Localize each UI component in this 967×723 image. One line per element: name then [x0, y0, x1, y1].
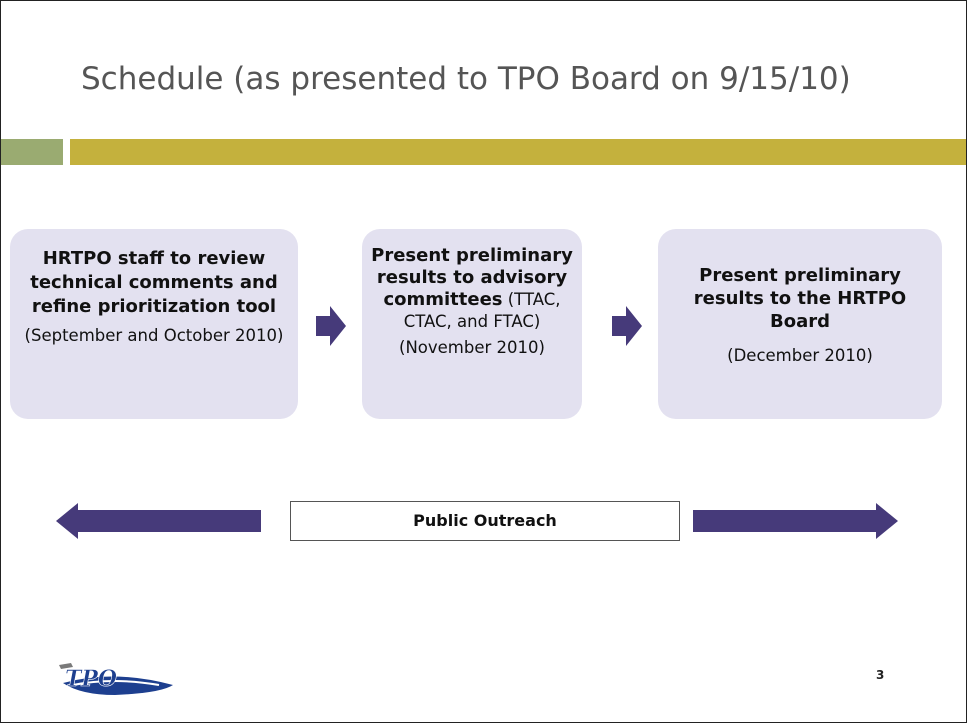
step-box-3: Present preliminary results to the HRTPO…: [658, 229, 942, 419]
slide-title: Schedule (as presented to TPO Board on 9…: [81, 61, 851, 97]
step-2-detail: (TTAC, CTAC, and FTAC): [403, 290, 561, 331]
title-bar-accent-right: [70, 139, 966, 165]
page-number: 3: [876, 668, 885, 682]
step-box-1: HRTPO staff to review technical comments…: [10, 229, 298, 419]
outreach-right-arrow-icon: [693, 503, 898, 539]
hrtpo-logo-icon: TPO: [59, 663, 173, 695]
step-box-2: Present preliminary results to advisory …: [362, 229, 582, 419]
step-3-date: (December 2010): [727, 346, 873, 365]
logo-text: TPO: [65, 666, 117, 692]
title-bar-accent-left: [1, 139, 63, 165]
public-outreach-label: Public Outreach: [290, 501, 680, 541]
step-2-text: Present preliminary results to advisory …: [370, 245, 574, 333]
step-1-heading: HRTPO staff to review technical comments…: [30, 248, 278, 317]
outreach-left-arrow-icon: [56, 503, 261, 539]
step-2-heading: Present preliminary results to advisory …: [371, 245, 573, 310]
step-3-heading: Present preliminary results to the HRTPO…: [693, 265, 907, 332]
step-2-date: (November 2010): [399, 338, 545, 357]
step-1-date: (September and October 2010): [24, 326, 284, 345]
step-arrow-2-icon: [612, 306, 642, 346]
step-arrow-1-icon: [316, 306, 346, 346]
